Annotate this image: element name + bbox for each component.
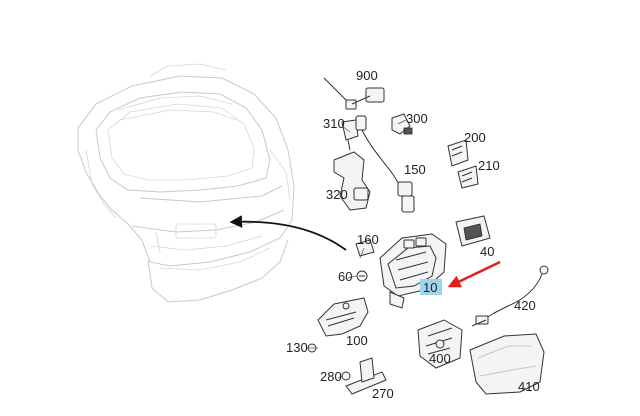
callout-900: 900: [356, 68, 378, 83]
part-160-clip: [355, 239, 375, 257]
red-pointer-arrow: [447, 260, 501, 288]
callout-410: 410: [518, 379, 540, 394]
assembly-arrow: [229, 215, 347, 251]
part-100-latch: [317, 297, 369, 337]
part-400-lock-actuator: [417, 319, 463, 369]
part-200-holder: [447, 139, 469, 167]
part-310-clip: [341, 119, 359, 151]
liftgate-ghost-outline: [77, 63, 295, 303]
callout-280: 280: [320, 369, 342, 384]
part-900-cable-connector: [323, 77, 385, 110]
callout-40: 40: [480, 244, 494, 259]
part-420-bowden-cable: [471, 265, 549, 327]
callout-labels: 900 310 300 200 210 150 320 160 40 60 10…: [286, 68, 540, 401]
callout-130: 130: [286, 340, 308, 355]
part-320-bracket: [333, 151, 371, 211]
callout-160: 160: [357, 232, 379, 247]
callout-320: 320: [326, 187, 348, 202]
callout-400: 400: [429, 351, 451, 366]
part-40-switch: [455, 215, 491, 247]
callout-10: 10: [423, 280, 437, 295]
part-210-insert: [457, 165, 479, 189]
callout-310: 310: [323, 116, 345, 131]
part-10-handle-assembly: [379, 233, 447, 309]
callout-10-highlight: [420, 279, 442, 295]
leader-lines: [308, 119, 407, 379]
callout-100: 100: [346, 333, 368, 348]
callout-300: 300: [406, 111, 428, 126]
part-410-cover: [469, 333, 545, 395]
part-150-wiring-harness: [355, 115, 415, 213]
callout-210: 210: [478, 158, 500, 173]
callout-200: 200: [464, 130, 486, 145]
part-300-connector: [391, 113, 413, 135]
part-270-striker: [345, 357, 387, 395]
callout-420: 420: [514, 298, 536, 313]
callout-270: 270: [372, 386, 394, 401]
part-60-screw: [356, 270, 368, 282]
part-280-clip: [341, 371, 351, 381]
callout-60: 60: [338, 269, 352, 284]
callout-150: 150: [404, 162, 426, 177]
